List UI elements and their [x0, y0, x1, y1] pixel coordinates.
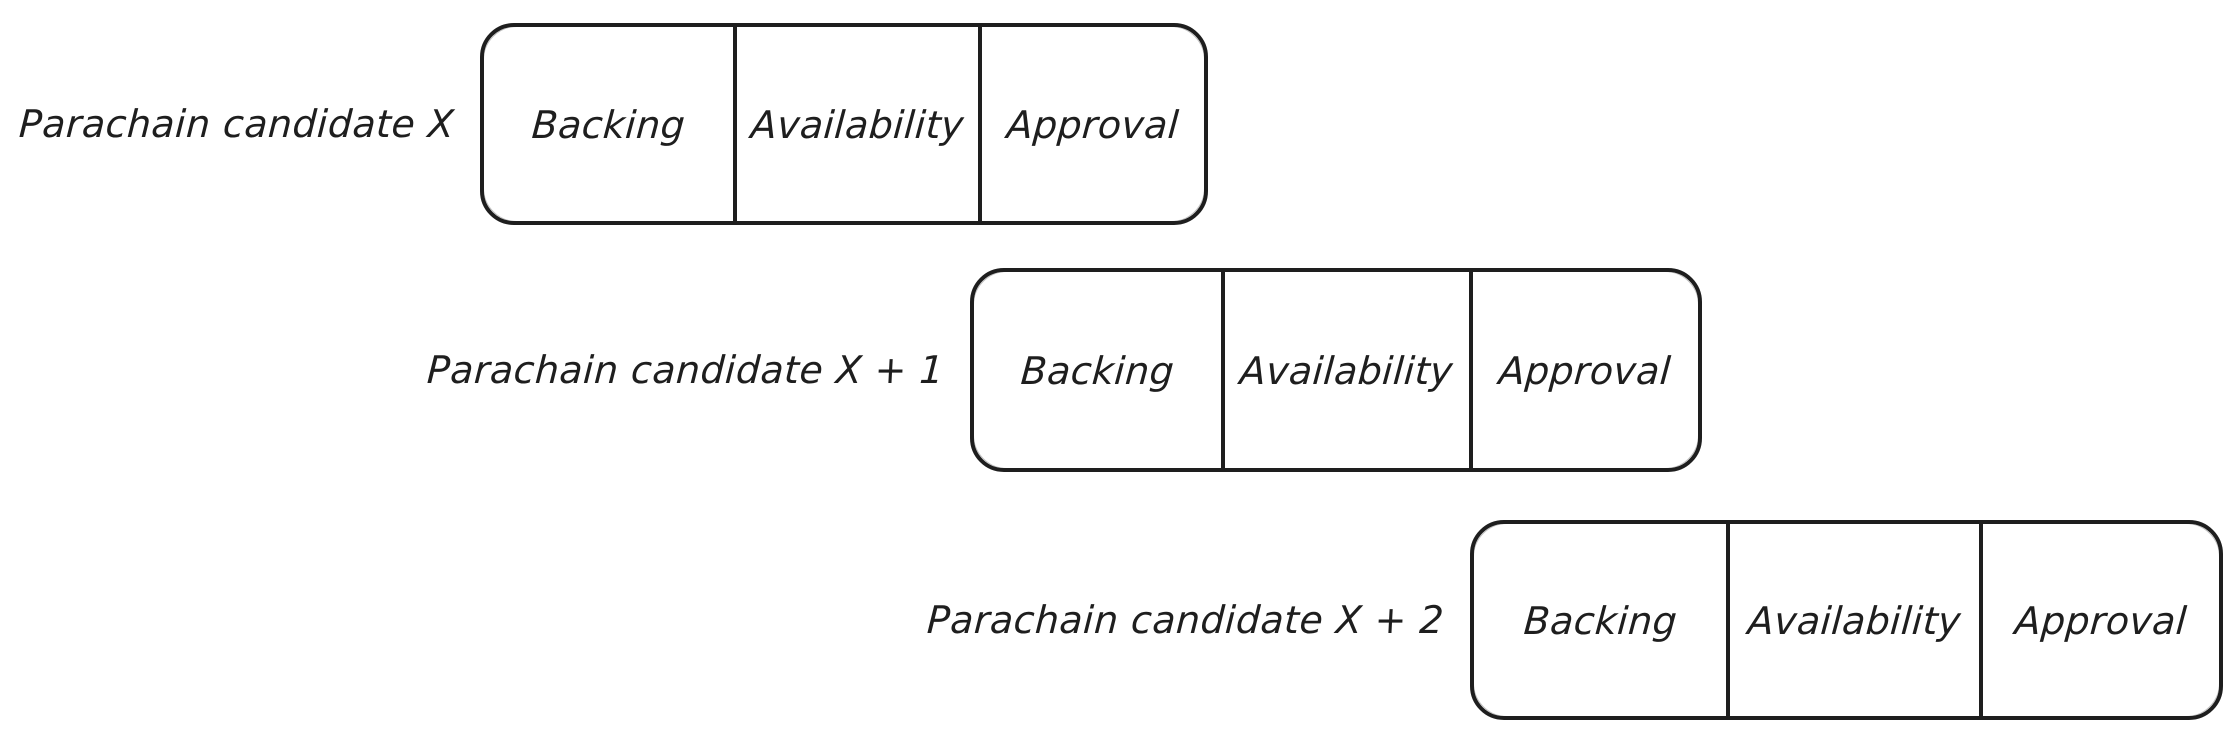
pipeline-capsule: Backing Availability Approval — [480, 23, 1208, 225]
stage-cell-availability[interactable]: Availability — [1221, 272, 1468, 468]
stage-label-approval: Approval — [1005, 103, 1181, 147]
candidate-row: Parachain candidate X + 1 Backing Availa… — [426, 268, 1702, 472]
stage-cell-backing[interactable]: Backing — [1474, 524, 1726, 716]
pipeline-capsule: Backing Availability Approval — [1470, 520, 2223, 720]
stage-label-approval: Approval — [2013, 599, 2189, 643]
stage-label-approval: Approval — [1497, 349, 1673, 393]
stage-label-backing: Backing — [1019, 349, 1176, 393]
pipeline-capsule: Backing Availability Approval — [970, 268, 1702, 472]
stage-cell-availability[interactable]: Availability — [1726, 524, 1978, 716]
candidate-row: Parachain candidate X Backing Availabili… — [18, 23, 1208, 225]
stage-cell-backing[interactable]: Backing — [974, 272, 1221, 468]
stage-label-availability: Availability — [1746, 599, 1963, 643]
stage-label-backing: Backing — [530, 103, 687, 147]
stage-label-availability: Availability — [749, 103, 966, 147]
stage-label-availability: Availability — [1238, 349, 1455, 393]
stage-cell-approval[interactable]: Approval — [1468, 272, 1698, 468]
candidate-row-label: Parachain candidate X + 1 — [425, 348, 946, 392]
stage-cell-approval[interactable]: Approval — [978, 27, 1204, 221]
candidate-row: Parachain candidate X + 2 Backing Availa… — [926, 520, 2223, 720]
stage-cell-backing[interactable]: Backing — [484, 27, 733, 221]
stage-label-backing: Backing — [1521, 599, 1679, 643]
candidate-row-label: Parachain candidate X — [17, 102, 456, 146]
stage-cell-approval[interactable]: Approval — [1978, 524, 2219, 716]
candidate-row-label: Parachain candidate X + 2 — [925, 598, 1446, 642]
stage-cell-availability[interactable]: Availability — [733, 27, 978, 221]
